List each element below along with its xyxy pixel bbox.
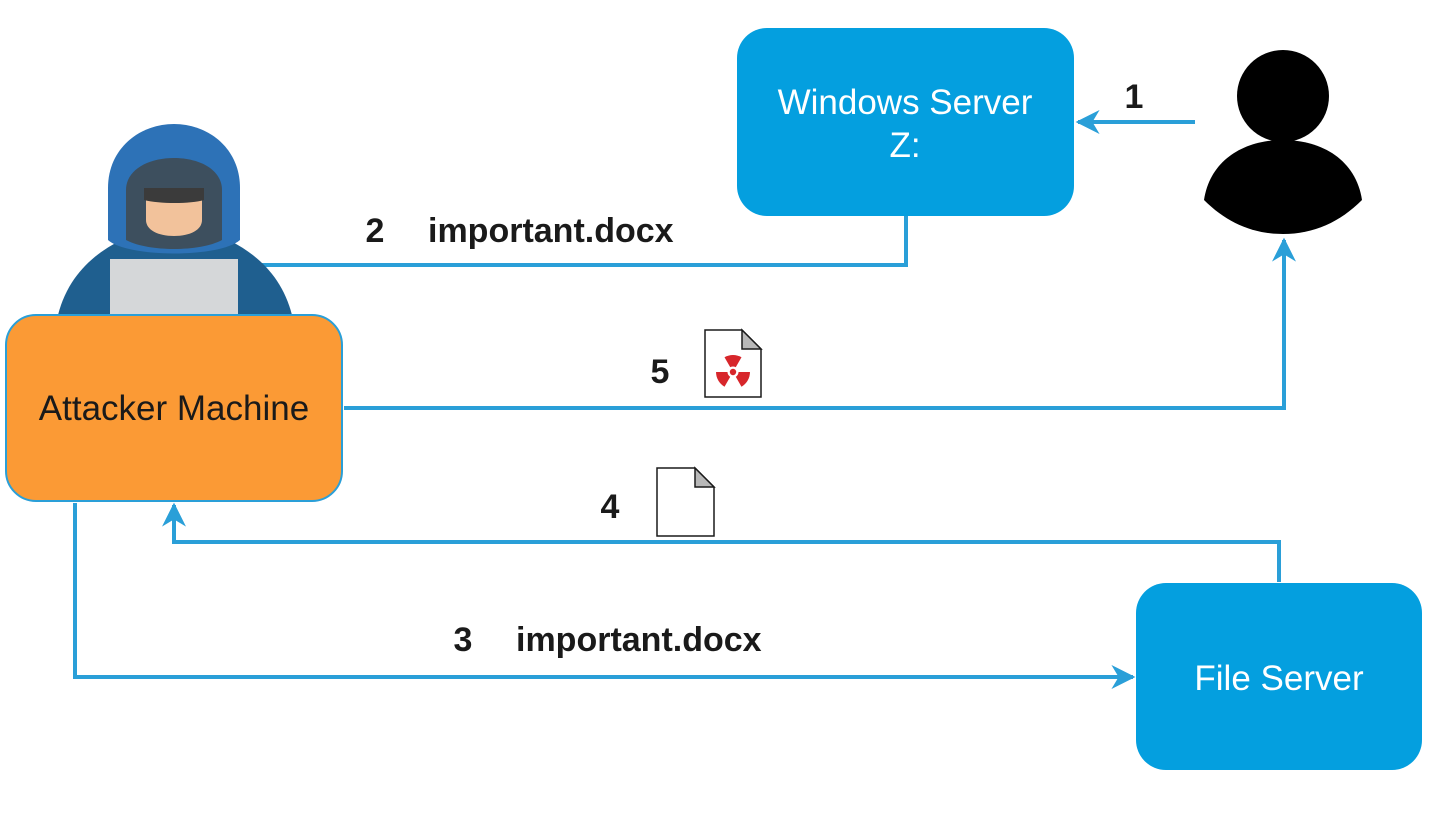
- hooded-hacker-icon: [58, 124, 292, 315]
- radioactive-document-icon: [704, 328, 763, 398]
- edge-5-attacker-to-user: [344, 237, 1296, 410]
- edge-4-file-server-to-attacker: [162, 502, 1281, 582]
- edge-3-attacker-to-file-server: [73, 503, 1136, 689]
- windows-server-label: Windows Server: [778, 83, 1033, 122]
- user-silhouette-icon: [1204, 50, 1362, 234]
- file-server-node: File Server: [1136, 583, 1422, 770]
- step-5-number: 5: [651, 353, 670, 391]
- step-2-number: 2: [366, 212, 385, 250]
- step-3-filename: important.docx: [516, 621, 762, 659]
- step-1-number: 1: [1125, 78, 1144, 116]
- windows-server-node: Windows Server Z:: [737, 28, 1074, 216]
- attacker-machine-node: Attacker Machine: [5, 314, 343, 502]
- step-3-number: 3: [454, 621, 473, 659]
- file-server-label: File Server: [1194, 659, 1364, 698]
- step-2-filename: important.docx: [428, 212, 674, 250]
- step-4-number: 4: [601, 488, 620, 526]
- blank-document-icon: [656, 466, 716, 537]
- attacker-machine-label: Attacker Machine: [39, 389, 309, 428]
- windows-server-drive-label: Z:: [889, 126, 920, 165]
